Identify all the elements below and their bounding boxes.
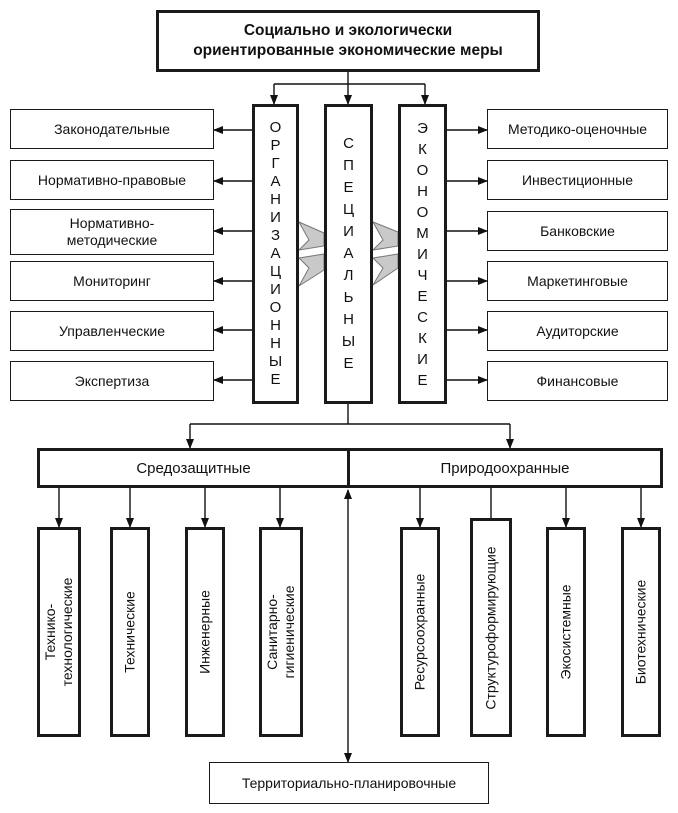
left-item-managerial: Управленческие <box>10 311 214 351</box>
column-letter: И <box>343 223 354 240</box>
column-letter: К <box>418 329 427 347</box>
column-letter: И <box>417 350 428 368</box>
bottom-item-techno-technological: Технико- технологические <box>37 527 81 737</box>
bottom-item-label: Биотехнические <box>632 579 649 685</box>
right-item-label: Инвестиционные <box>521 171 634 188</box>
group-environmental-protection: Средозащитные <box>37 448 350 488</box>
left-item-label: Управленческие <box>58 322 166 339</box>
bottom-item-label-line-1: Технико- <box>42 603 58 661</box>
bottom-item-engineering: Инженерные <box>185 527 225 737</box>
bottom-item-label: Ресурсоохранные <box>411 573 428 691</box>
column-letter: О <box>416 203 429 221</box>
bottom-item-biotechnical: Биотехнические <box>621 527 661 737</box>
territorial-planning-label: Территориально-планировочные <box>241 774 457 791</box>
column-letter: Р <box>270 137 281 154</box>
bottom-item-label: Экосистемные <box>557 584 574 680</box>
column-letter: Е <box>270 371 281 388</box>
column-letter: Н <box>270 317 281 334</box>
bottom-item-label: Санитарно- гигиенические <box>264 585 298 678</box>
right-item-label: Методико-оценочные <box>507 120 648 137</box>
right-item-auditing: Аудиторские <box>487 311 668 351</box>
column-letter: Н <box>270 335 281 352</box>
column-letter: Э <box>417 119 428 137</box>
right-item-label: Маркетинговые <box>527 272 628 289</box>
column-letter: К <box>418 140 427 158</box>
column-letter: З <box>270 227 281 244</box>
left-item-label-line-1: Нормативно- <box>69 215 155 231</box>
title-box: Социально и экологически ориентированные… <box>156 10 540 72</box>
column-letter: А <box>270 173 281 190</box>
column-letter: И <box>270 209 281 226</box>
column-letter: П <box>343 157 354 174</box>
bottom-item-label: Технические <box>121 591 138 673</box>
column-letter: Е <box>343 179 354 196</box>
column-letter: Ц <box>342 201 355 218</box>
bottom-item-label-line-2: гигиенические <box>281 585 297 679</box>
right-item-label: Аудиторские <box>536 322 619 339</box>
column-letter: Н <box>417 182 428 200</box>
bottom-item-resource-saving: Ресурсоохранные <box>400 527 440 737</box>
bottom-item-structure-forming: Структуроформирующие <box>470 518 512 737</box>
right-item-financial: Финансовые <box>487 361 668 401</box>
title-line-1: Социально и экологически <box>243 22 453 39</box>
bottom-item-label-line-1: Санитарно- <box>264 594 280 670</box>
title-line-2: ориентированные экономические меры <box>193 42 503 59</box>
column-letter: Ы <box>341 333 356 350</box>
left-item-legislative: Законодательные <box>10 109 214 149</box>
left-item-label: Мониторинг <box>73 272 151 289</box>
column-letter: Ы <box>268 353 283 370</box>
group-label: Природоохранные <box>440 459 570 477</box>
right-item-label: Банковские <box>540 222 615 239</box>
column-letter: И <box>270 281 281 298</box>
bottom-item-sanitary-hygienic: Санитарно- гигиенические <box>259 527 303 737</box>
right-item-investment: Инвестиционные <box>487 160 668 200</box>
bottom-item-ecosystem: Экосистемные <box>546 527 586 737</box>
column-letter: Е <box>343 355 354 372</box>
group-label: Средозащитные <box>136 459 251 477</box>
right-item-methodical-evaluative: Методико-оценочные <box>487 109 668 149</box>
left-item-label-line-2: методические <box>66 232 158 248</box>
column-letter: С <box>417 308 428 326</box>
column-letter: Н <box>270 191 281 208</box>
territorial-planning-box: Территориально-планировочные <box>209 762 489 804</box>
left-item-monitoring: Мониторинг <box>10 261 214 301</box>
column-letter: Е <box>417 371 428 389</box>
bottom-item-technical: Технические <box>110 527 150 737</box>
column-letter: Г <box>271 155 280 172</box>
column-letter: Ц <box>269 263 282 280</box>
right-item-banking: Банковские <box>487 211 668 251</box>
bottom-item-label: Технико- технологические <box>42 578 76 687</box>
column-letter: Ь <box>343 289 354 306</box>
left-item-label: Нормативно-правовые <box>37 171 187 188</box>
column-letter: А <box>270 245 281 262</box>
bottom-item-label-line-2: технологические <box>59 577 75 687</box>
column-letter: Н <box>343 311 354 328</box>
left-item-label: Законодательные <box>54 120 170 137</box>
column-letter: О <box>269 119 282 136</box>
left-item-expertise: Экспертиза <box>10 361 214 401</box>
right-item-marketing: Маркетинговые <box>487 261 668 301</box>
column-letter: А <box>343 245 354 262</box>
bottom-item-label: Структуроформирующие <box>482 545 499 710</box>
group-nature-conservation: Природоохранные <box>347 448 663 488</box>
column-letter: М <box>416 224 429 242</box>
column-letter: Е <box>417 287 428 305</box>
column-letter: Ч <box>417 266 428 284</box>
column-letter: О <box>269 299 282 316</box>
column-letter: О <box>416 161 429 179</box>
column-letter: С <box>343 135 354 152</box>
left-item-regulatory-legal: Нормативно-правовые <box>10 160 214 200</box>
left-item-regulatory-methodical: Нормативно- методические <box>10 209 214 255</box>
column-letter: Л <box>343 267 354 284</box>
right-item-label: Финансовые <box>536 372 619 389</box>
column-letter: И <box>417 245 428 263</box>
left-item-label: Экспертиза <box>74 372 150 389</box>
bottom-item-label: Инженерные <box>196 590 213 674</box>
